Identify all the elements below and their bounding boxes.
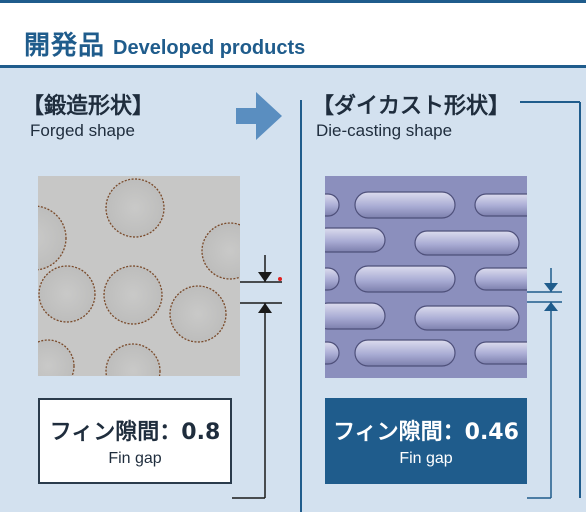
diecast-dim-arrow-up [544,302,558,311]
diecast-gap-sub: Fin gap [399,450,453,467]
diecast-dim-arrow-down [544,283,558,292]
page-title-en: Developed products [113,37,306,59]
forged-gap-box: フィン隙間：0.8 Fin gap [38,398,232,484]
red-dot [278,277,282,281]
forged-gap-label: フィン隙間：0.8 [49,420,221,445]
forged-dim-arrow-down [258,272,272,282]
diecast-gap-box: フィン隙間：0.46 Fin gap [325,398,527,484]
page-title-jp: 開発品 [24,31,106,61]
forged-fin-image [38,176,240,376]
forged-dim-arrow-up [258,303,272,313]
diecast-subtitle: Die-casting shape [316,121,453,140]
page-title: 開発品 Developed products [24,25,305,62]
diecast-fin-image [325,176,527,378]
diecast-gap-label: フィン隙間：0.46 [333,420,519,445]
right-arrow-icon [236,92,282,140]
page-header: 開発品 Developed products [0,0,586,68]
diecast-title: 【ダイカスト形状】 [312,94,511,119]
forged-subtitle: Forged shape [30,121,135,140]
forged-title: 【鍛造形状】 [22,94,155,119]
forged-gap-sub: Fin gap [108,450,162,467]
